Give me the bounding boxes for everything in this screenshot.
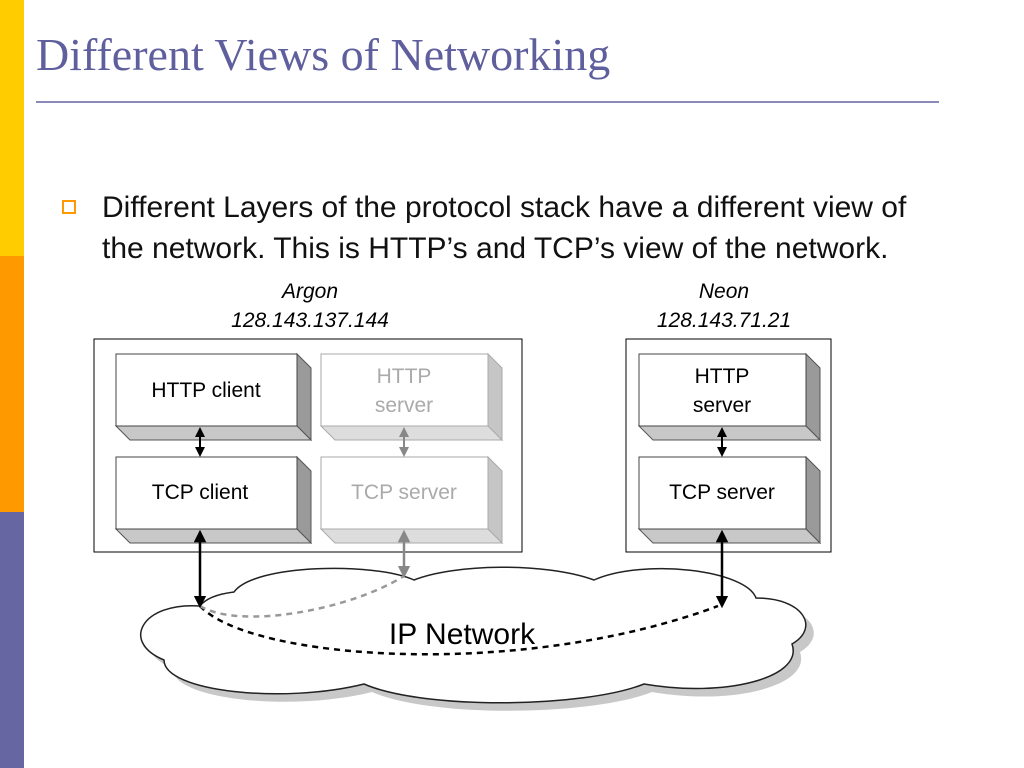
ip-network-label: IP Network bbox=[389, 618, 536, 651]
neon-http-server-label-1: HTTP bbox=[695, 365, 750, 388]
neon-ip-address: 128.143.71.21 bbox=[657, 309, 791, 332]
argon-host-frame bbox=[93, 338, 523, 553]
title-underline bbox=[36, 101, 939, 103]
inactive-virtual-connection-dashed bbox=[199, 574, 405, 618]
bullet-text: Different Layers of the protocol stack h… bbox=[102, 191, 907, 265]
tcp-virtual-connection-dashed bbox=[199, 604, 719, 656]
side-bar-purple bbox=[0, 512, 24, 768]
argon-http-client-box: HTTP client bbox=[114, 352, 313, 442]
argon-tcp-client-box: TCP client bbox=[114, 455, 313, 545]
argon-tcp-client-label: TCP client bbox=[152, 481, 249, 504]
argon-tcp-server-label: TCP server bbox=[351, 481, 457, 504]
neon-tcp-server-box: TCP server bbox=[637, 455, 822, 545]
bullet-square-icon bbox=[62, 200, 76, 214]
argon-http-client-label: HTTP client bbox=[151, 379, 260, 402]
argon-host-name: Argon bbox=[280, 280, 338, 303]
neon-host-name: Neon bbox=[699, 280, 749, 303]
side-bar-orange bbox=[0, 256, 24, 512]
argon-http-server-box: HTTP server bbox=[319, 352, 504, 442]
argon-http-server-label-1: HTTP bbox=[377, 365, 432, 388]
neon-http-server-label-2: server bbox=[693, 394, 751, 417]
neon-host-frame bbox=[625, 338, 832, 553]
argon-ip-address: 128.143.137.144 bbox=[231, 309, 389, 332]
argon-http-server-label-2: server bbox=[375, 394, 433, 417]
side-bar-yellow bbox=[0, 0, 24, 256]
neon-tcp-server-label: TCP server bbox=[669, 481, 775, 504]
slide-title: Different Views of Networking bbox=[36, 29, 611, 80]
neon-http-server-box: HTTP server bbox=[637, 352, 822, 442]
ip-network-cloud bbox=[140, 566, 807, 704]
argon-tcp-server-box: TCP server bbox=[319, 455, 504, 545]
